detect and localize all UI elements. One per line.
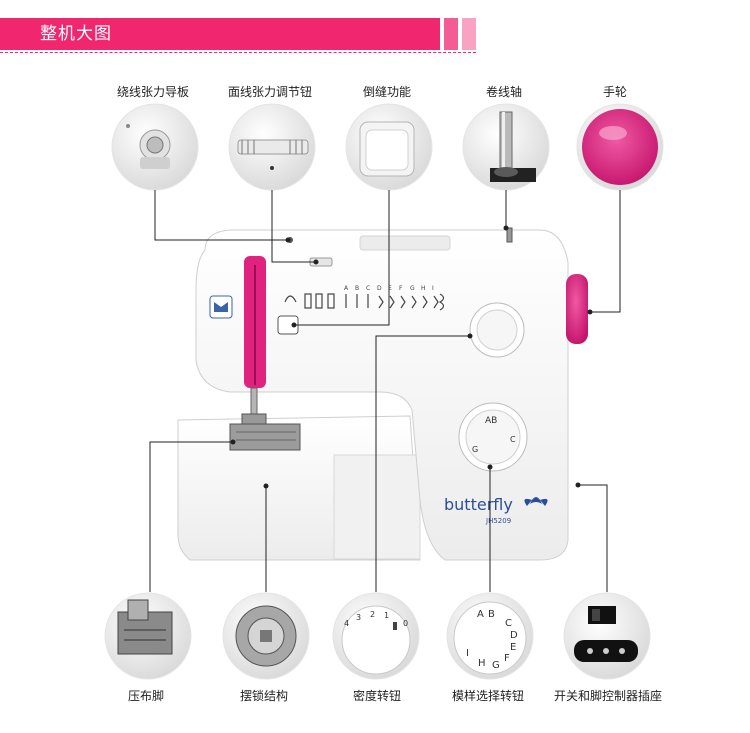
- label-shuttle-mechanism: 摆锁结构: [239, 689, 288, 703]
- detail-pattern-dial: A B C D E F G H I: [446, 592, 534, 680]
- svg-text:E: E: [388, 285, 392, 292]
- svg-text:D: D: [510, 630, 518, 641]
- svg-text:F: F: [399, 285, 403, 292]
- svg-text:I: I: [466, 648, 469, 659]
- callout-lines: [149, 190, 621, 592]
- detail-shuttle-mechanism: [222, 592, 310, 680]
- svg-text:F: F: [504, 653, 510, 664]
- svg-text:B: B: [488, 609, 495, 620]
- svg-text:H: H: [478, 658, 486, 669]
- label-handwheel: 手轮: [602, 85, 627, 99]
- svg-text:G: G: [492, 660, 500, 671]
- svg-text:2: 2: [370, 610, 375, 619]
- svg-text:H: H: [421, 285, 426, 292]
- header-underline: [0, 52, 476, 53]
- svg-text:1: 1: [384, 611, 389, 620]
- label-bobbin-winder: 卷线轴: [485, 85, 522, 99]
- header-accent-block-light: [462, 18, 476, 50]
- sewing-machine: A B C D E F G H I AB C G: [177, 227, 588, 561]
- svg-text:C: C: [510, 435, 516, 444]
- label-power-socket: 开关和脚控制器插座: [553, 689, 662, 703]
- svg-text:G: G: [472, 445, 478, 454]
- label-stitch-density-dial: 密度转钮: [352, 689, 401, 703]
- stitch-pattern-letters: A B C D E F G H I: [344, 285, 434, 292]
- stitch-length-dial-on-body: [469, 302, 525, 358]
- svg-text:4: 4: [344, 619, 349, 628]
- detail-reverse-button: [345, 103, 433, 191]
- detail-handwheel: [576, 103, 664, 191]
- label-winding-tension-guide: 绕线张力导板: [116, 85, 189, 99]
- svg-text:A: A: [344, 285, 349, 292]
- header-accent-block: [444, 18, 458, 50]
- callout-dots: [230, 225, 593, 489]
- svg-text:C: C: [505, 618, 512, 629]
- label-thread-tension-dial: 面线张力调节钮: [227, 85, 312, 99]
- pattern-selector-dial-on-body: AB C G: [458, 402, 528, 472]
- stitch-pattern-strip: [284, 293, 445, 311]
- label-pattern-selector-dial: 模样选择转钮: [451, 689, 524, 703]
- header-bar: [0, 18, 440, 50]
- model-number: JH5209: [485, 517, 511, 525]
- detail-power-socket: [563, 592, 651, 680]
- detail-presser-foot: [104, 592, 192, 680]
- brand-name: butterfly: [444, 495, 513, 514]
- label-presser-foot: 压布脚: [127, 689, 164, 703]
- svg-text:3: 3: [356, 613, 361, 622]
- detail-winding-tension-guide: [111, 103, 199, 191]
- detail-thread-tension-dial: [228, 103, 316, 191]
- svg-text:E: E: [510, 642, 516, 653]
- svg-text:D: D: [377, 285, 382, 292]
- svg-text:I: I: [432, 285, 434, 292]
- detail-bobbin-winder: [462, 103, 550, 191]
- section-title: 整机大图: [40, 24, 112, 44]
- svg-text:G: G: [410, 285, 415, 292]
- label-reverse-function: 倒缝功能: [362, 85, 411, 99]
- svg-text:B: B: [355, 285, 359, 292]
- svg-text:0: 0: [403, 619, 408, 628]
- svg-text:AB: AB: [485, 416, 497, 426]
- svg-text:A: A: [477, 609, 484, 620]
- section-header: 整机大图: [0, 18, 478, 54]
- detail-density-dial: 4 3 2 1 0: [332, 592, 420, 680]
- svg-text:C: C: [366, 285, 370, 292]
